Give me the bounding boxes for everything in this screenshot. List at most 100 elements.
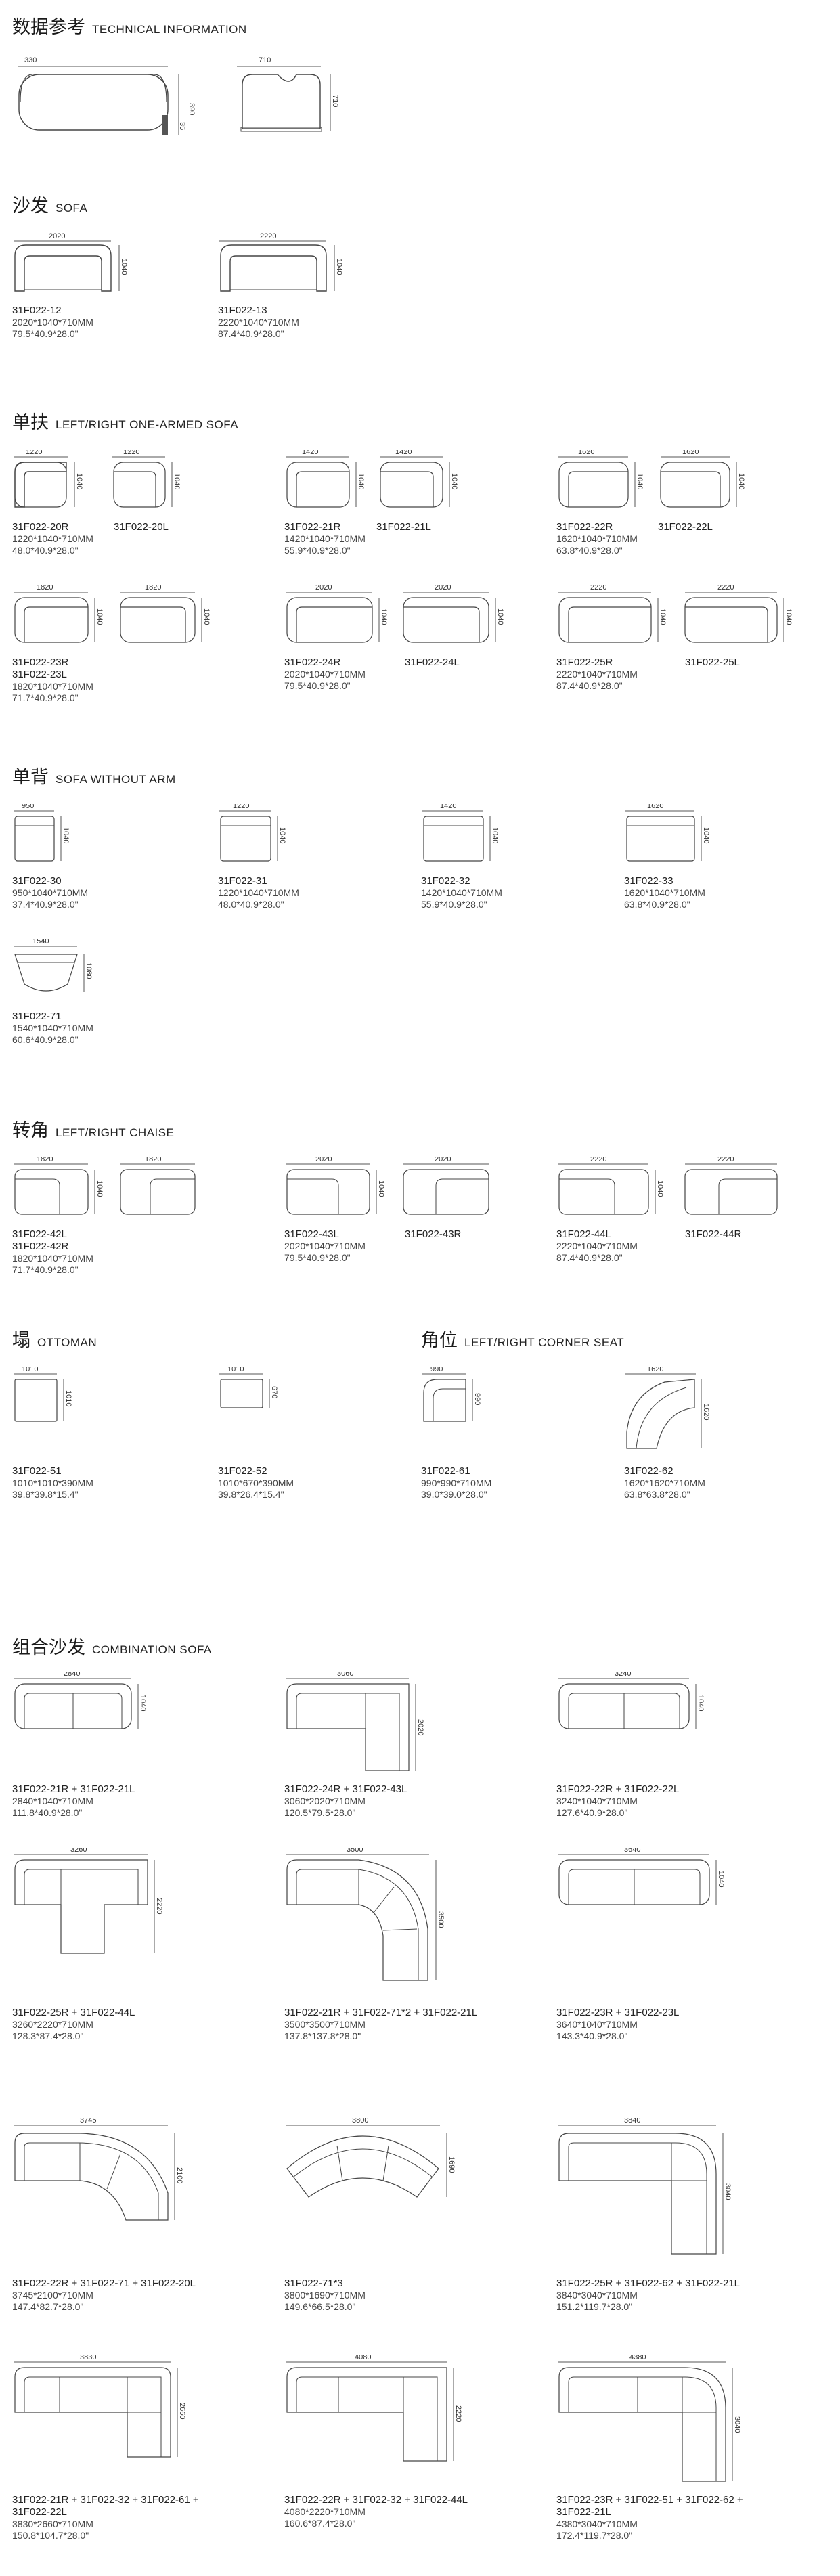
size-inch: 48.0*40.9*28.0" [12,545,79,556]
product-card[interactable]: 1620 1040 31F022-33 1620*1040*710MM 63.8… [624,802,827,910]
product-card[interactable]: 1010 670 31F022-52 1010*670*390MM 39.8*2… [218,1365,421,1501]
svg-text:2220: 2220 [590,1157,606,1163]
size-mm: 4380*3040*710MM [556,2518,638,2529]
section-title-en: COMBINATION SOFA [92,1643,212,1656]
svg-text:1040: 1040 [656,1180,664,1197]
svg-text:2020: 2020 [435,585,451,592]
combination-card[interactable]: 3840 3040 31F022-25R + 31F022-62 + 31F02… [556,2116,814,2313]
section-title-en: LEFT/RIGHT CORNER SEAT [464,1336,625,1349]
combination-card[interactable]: 3640 1040 31F022-23R + 31F022-23L 3640*1… [556,1846,814,2042]
product-code: 31F022-25L [685,657,740,668]
sofa-drawing: 2220 1040 [219,232,343,292]
one-armed-drawing: 2020 1040 2020 1040 [286,583,504,643]
svg-text:1040: 1040 [717,1871,725,1887]
size-inch: 172.4*119.7*28.0" [556,2530,633,2541]
svg-text:2220: 2220 [454,2405,462,2422]
product-card[interactable]: 1010 1010 31F022-51 1010*1010*390MM 39.8… [12,1365,215,1501]
section-title-en: LEFT/RIGHT CHAISE [56,1126,175,1139]
size-inch: 48.0*40.9*28.0" [218,899,284,910]
combination-card[interactable]: 3500 3500 31F022-21R + 31F022-71*2 + 31F… [284,1846,541,2042]
product-code: 31F022-24R [284,657,341,668]
svg-text:3260: 3260 [70,1848,87,1854]
svg-text:2220: 2220 [155,1898,163,1914]
svg-text:1040: 1040 [173,473,181,489]
size-inch: 37.4*40.9*28.0" [12,899,79,910]
svg-text:1420: 1420 [395,450,412,456]
section-title-zh: 组合沙发 [12,1637,85,1658]
svg-text:4380: 4380 [629,2355,646,2361]
combination-card[interactable]: 2840 1040 31F022-21R + 31F022-21L 2840*1… [12,1670,269,1819]
size-mm: 1620*1040*710MM [624,887,705,898]
combination-code: 31F022-25R + 31F022-44L [12,2007,135,2018]
combination-card[interactable]: 3745 2100 31F022-22R + 31F022-71 + 31F02… [12,2116,269,2313]
size-inch: 128.3*87.4*28.0" [12,2030,84,2041]
combination-card[interactable]: 3240 1040 31F022-22R + 31F022-22L 3240*1… [556,1670,814,1819]
combination-card[interactable]: 4080 2220 31F022-22R + 31F022-32 + 31F02… [284,2353,541,2529]
svg-text:3500: 3500 [437,1911,445,1928]
svg-text:1820: 1820 [37,585,53,592]
svg-text:990: 990 [473,1393,481,1405]
svg-text:670: 670 [270,1386,278,1398]
no-arm-drawing: 1620 1040 [625,802,710,862]
size-mm: 2020*1040*710MM [284,669,366,680]
size-mm: 3840*3040*710MM [556,2290,638,2301]
combination-drawing: 4080 2220 [286,2353,462,2462]
size-mm: 3800*1690*710MM [284,2290,366,2301]
product-card[interactable]: 1620 1620 31F022-62 1620*1620*710MM 63.8… [624,1365,827,1501]
size-mm: 2220*1040*710MM [218,317,299,328]
size-mm: 1820*1040*710MM [12,1253,93,1264]
tech-drawings: 330 390 35 710 710 [12,47,418,152]
product-card[interactable]: 990 990 31F022-61 990*990*710MM 39.0*39.… [421,1365,624,1501]
svg-text:2660: 2660 [178,2403,186,2419]
chaise-drawing: 2020 1040 2020 [286,1155,489,1215]
height-label: 1040 [120,259,128,275]
no-arm-drawing: 1220 1040 [219,802,286,862]
size-inch: 63.8*40.9*28.0" [556,545,623,556]
product-code: 31F022-44L [556,1228,611,1240]
product-card[interactable]: 1820 1040 1820 31F022-42L31F022-42R 1820… [12,1155,215,1276]
side-leg-label: 35 [178,122,186,130]
size-inch: 87.4*40.9*28.0" [556,1252,623,1263]
svg-text:1040: 1040 [202,608,211,625]
section-title-en: SOFA [56,202,88,215]
product-card[interactable]: 1420 1040 31F022-32 1420*1040*710MM 55.9… [421,802,624,910]
svg-text:1820: 1820 [37,1157,53,1163]
size-inch: 79.5*40.9*28.0" [284,1252,351,1263]
size-mm: 1420*1040*710MM [421,887,502,898]
one-armed-drawing: 1420 1040 1420 1040 [286,448,458,508]
size-mm: 3260*2220*710MM [12,2019,93,2030]
product-code: 31F022-43R [405,1228,462,1240]
product-code: 31F022-32 [421,875,470,887]
svg-text:1690: 1690 [447,2156,456,2173]
combination-card[interactable]: 4380 3040 31F022-23R + 31F022-51 + 31F02… [556,2353,814,2541]
svg-text:3640: 3640 [624,1848,640,1854]
svg-text:1010: 1010 [227,1367,244,1373]
svg-text:1040: 1040 [491,827,499,843]
combination-card[interactable]: 3260 2220 31F022-25R + 31F022-44L 3260*2… [12,1846,269,2042]
product-card[interactable]: 1820 1040 1820 1040 31F022-23R31F022-23L… [12,583,215,704]
product-card[interactable]: 1220 1040 31F022-31 1220*1040*710MM 48.0… [218,802,421,910]
svg-text:1040: 1040 [75,473,83,489]
combination-card[interactable]: 3830 2660 31F022-21R + 31F022-32 + 31F02… [12,2353,269,2541]
svg-text:1040: 1040 [784,608,793,625]
product-card[interactable]: 2020 1040 31F022-12 2020*1040*710MM 79.5… [12,231,215,340]
size-inch: 137.8*137.8*28.0" [284,2030,361,2041]
product-code: 31F022-33 [624,875,673,887]
svg-text:2020: 2020 [315,1157,332,1163]
product-code: 31F022-21R [284,521,341,533]
combination-card[interactable]: 3060 2020 31F022-24R + 31F022-43L 3060*2… [284,1670,541,1819]
product-card[interactable]: 950 1040 31F022-30 950*1040*710MM 37.4*4… [12,802,215,910]
combination-card[interactable]: 3800 1690 31F022-71*3 3800*1690*710MM 14… [284,2116,541,2313]
combination-drawing: 2840 1040 [14,1670,147,1729]
size-mm: 3745*2100*710MM [12,2290,93,2301]
product-card[interactable]: 1540 1080 31F022-71 1540*1040*710MM 60.6… [12,937,215,1046]
product-card[interactable]: 2220 1040 31F022-13 2220*1040*710MM 87.4… [218,231,421,340]
